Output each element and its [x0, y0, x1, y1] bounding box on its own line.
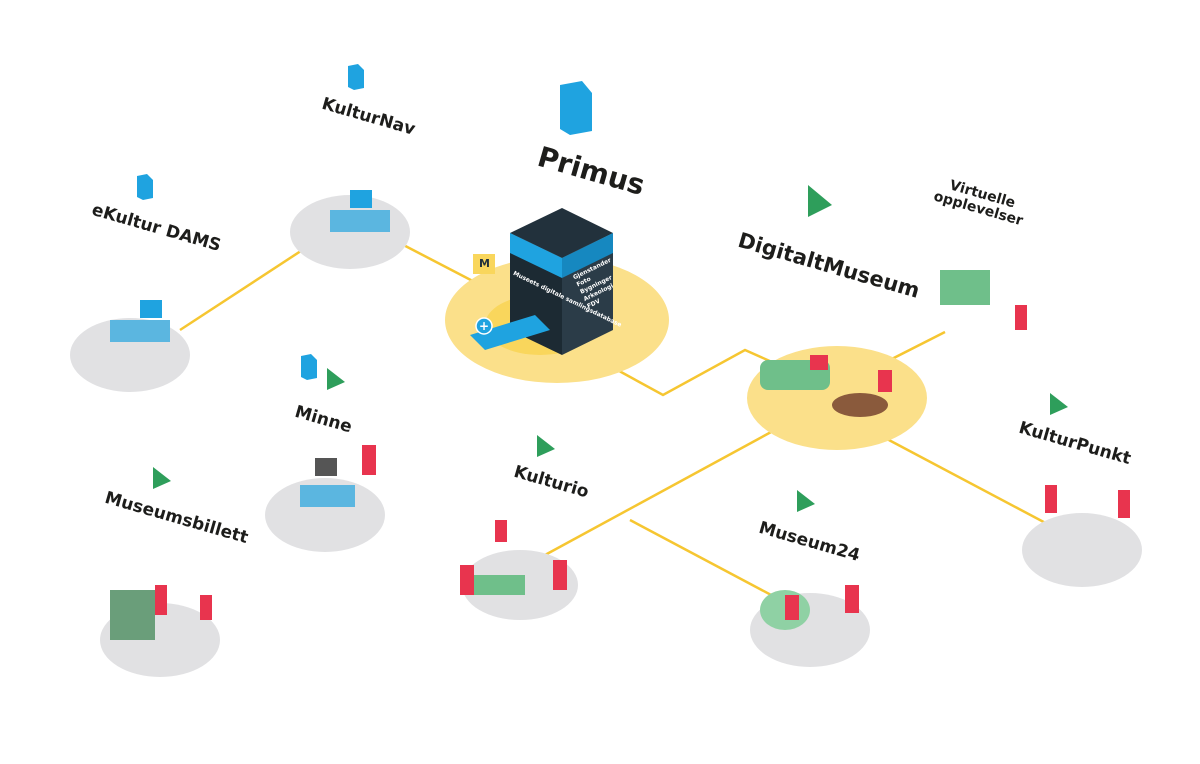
- primus-server: +: [470, 208, 613, 355]
- minne-database-icon: [301, 354, 317, 380]
- kulturio-app-icon: [537, 435, 555, 457]
- line-digitaltmuseum-kulturpunkt: [869, 428, 1056, 530]
- svg-text:+: +: [479, 319, 489, 333]
- museum-icon: M: [479, 257, 490, 270]
- line-primus-digitaltmuseum: [589, 348, 791, 397]
- kulturpunkt-platform: [1022, 513, 1142, 587]
- primus-database-icon: [560, 81, 592, 135]
- line-ekultur-kulturnav: [179, 243, 311, 332]
- line-kulturio-museum24: [629, 518, 791, 607]
- museumsbillett-app-icon: [153, 467, 171, 489]
- museum24-app-icon: [797, 490, 815, 512]
- ekultur-database-icon: [137, 174, 153, 200]
- kulturnav-database-icon: [348, 64, 364, 90]
- minne-app-icon: [327, 368, 345, 390]
- digitaltmuseum-app-icon: [808, 185, 832, 217]
- kulturpunkt-app-icon: [1050, 393, 1068, 415]
- scene-figures: [110, 190, 1130, 640]
- add-icon: [475, 317, 493, 335]
- museum-icon-badge: [473, 254, 495, 274]
